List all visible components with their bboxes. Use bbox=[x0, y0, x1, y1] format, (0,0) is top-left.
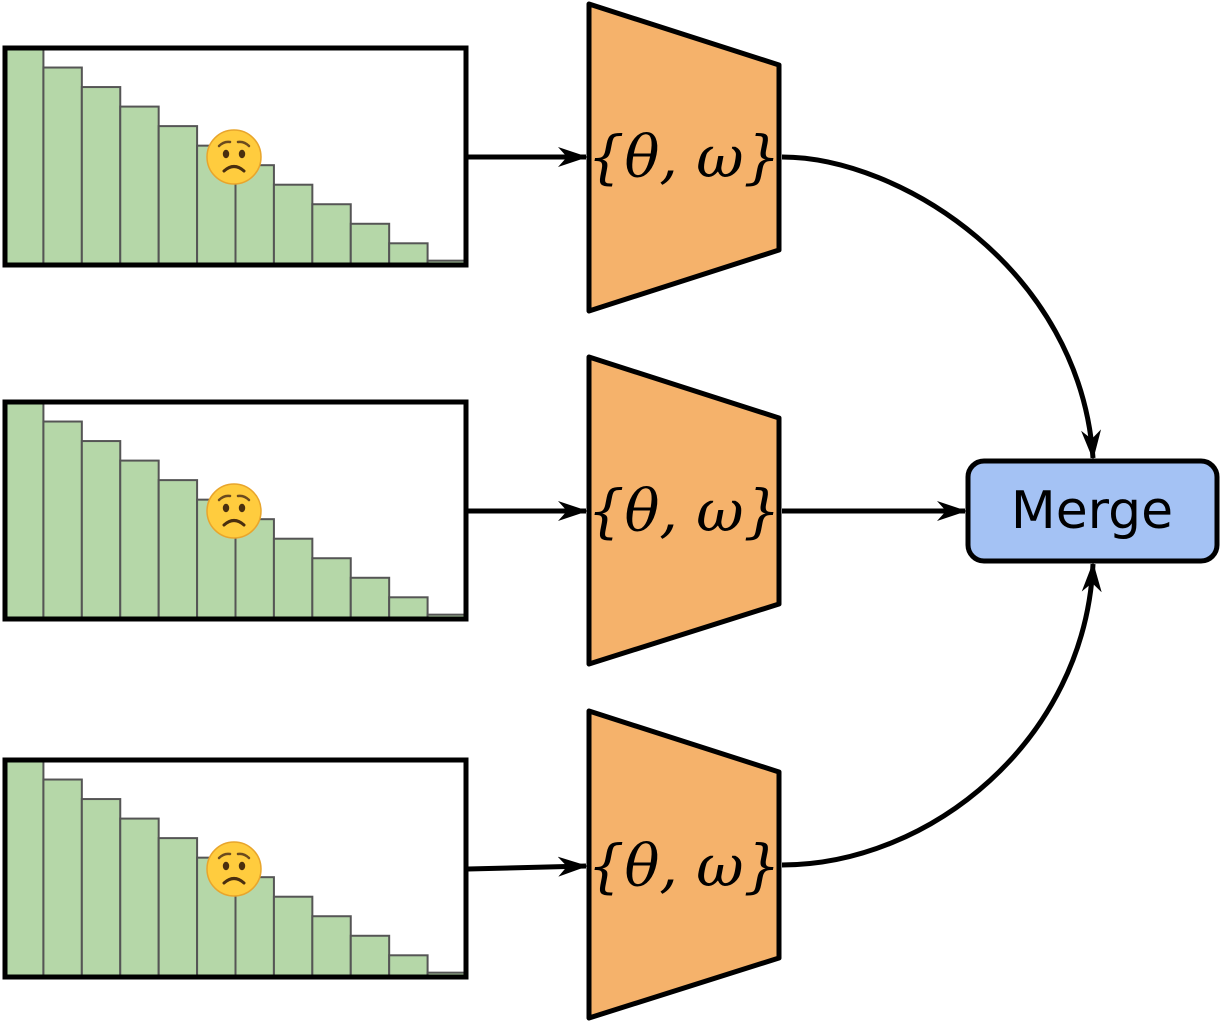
histogram-bar bbox=[80, 798, 122, 978]
histogram-bar bbox=[311, 203, 352, 267]
model-parameters-label-2: {θ, ω} bbox=[588, 477, 781, 545]
histogram-bar bbox=[119, 817, 160, 979]
histogram-bar bbox=[42, 778, 83, 979]
histogram-bar bbox=[4, 401, 45, 620]
arrow-model-1-to-merge bbox=[781, 154, 1102, 460]
model-block-1: {θ, ω} bbox=[586, 1, 782, 314]
merge-box bbox=[965, 458, 1220, 564]
histogram-bar bbox=[80, 86, 122, 266]
histogram-bar bbox=[80, 440, 122, 620]
histogram-frame-2 bbox=[2, 399, 469, 622]
model-parameters-label-3: {θ, ω} bbox=[588, 832, 781, 900]
histogram-panel-1 bbox=[2, 45, 469, 268]
histogram-bar bbox=[42, 66, 83, 266]
model-trapezoid-3 bbox=[586, 708, 782, 1021]
histogram-bar bbox=[157, 837, 199, 978]
worried-face-icon bbox=[206, 129, 262, 185]
merge-block: Merge bbox=[965, 458, 1220, 564]
histogram-bar bbox=[4, 47, 45, 266]
histogram-frame-3 bbox=[2, 757, 469, 980]
model-block-3: {θ, ω} bbox=[586, 708, 782, 1021]
histogram-bar bbox=[349, 934, 391, 979]
histogram-bar bbox=[311, 557, 352, 620]
histogram-bar bbox=[388, 242, 429, 267]
worried-face-icon bbox=[206, 841, 262, 897]
histogram-frame-1 bbox=[2, 45, 469, 268]
histogram-bar bbox=[42, 420, 83, 620]
histogram-bar bbox=[157, 125, 199, 267]
histogram-bar bbox=[349, 576, 391, 621]
histogram-panel-3 bbox=[2, 757, 469, 980]
histogram-bar bbox=[311, 915, 352, 978]
histogram-bar bbox=[349, 222, 391, 267]
histogram-bar bbox=[272, 183, 314, 267]
model-block-2: {θ, ω} bbox=[586, 354, 782, 667]
arrow-model-3-to-merge bbox=[781, 562, 1102, 868]
histogram-bar bbox=[157, 479, 199, 620]
histogram-bar bbox=[119, 105, 160, 266]
arrow-histogram-3-to-model-3 bbox=[467, 856, 588, 877]
worried-face-icon bbox=[206, 483, 262, 539]
model-parameters-label-1: {θ, ω} bbox=[588, 123, 781, 191]
histogram-bar bbox=[4, 759, 45, 978]
histogram-bars-3 bbox=[4, 759, 467, 979]
histogram-panel-2 bbox=[2, 399, 469, 622]
histogram-bar bbox=[272, 537, 314, 621]
histogram-bar bbox=[388, 954, 429, 978]
histogram-bar bbox=[272, 895, 314, 979]
histogram-bars-2 bbox=[4, 401, 467, 621]
model-trapezoid-2 bbox=[586, 354, 782, 667]
model-trapezoid-1 bbox=[586, 1, 782, 314]
histogram-bar bbox=[388, 596, 429, 620]
histogram-bar bbox=[119, 459, 160, 620]
merge-label: Merge bbox=[1011, 481, 1173, 541]
